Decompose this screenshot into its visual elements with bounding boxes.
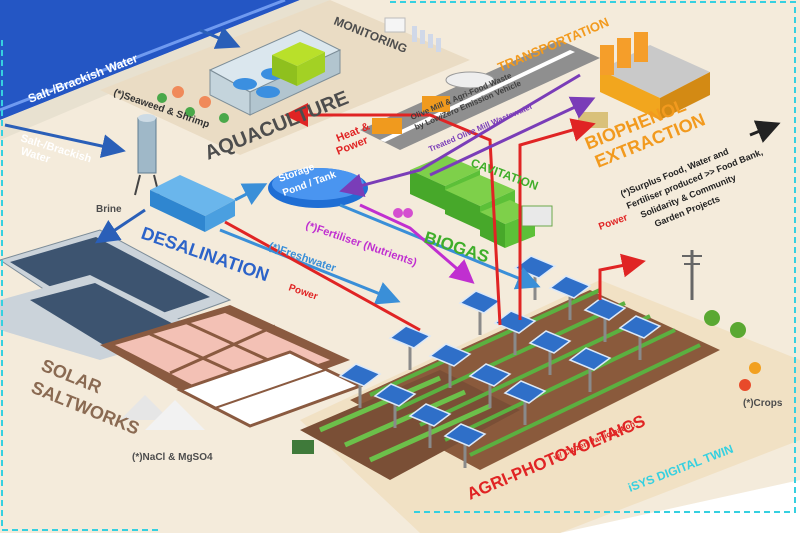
crops-label: (*)Crops (743, 398, 783, 409)
solar-panel (583, 297, 627, 321)
solar-panel (338, 363, 382, 387)
solar-panel (373, 383, 417, 407)
solar-panel (568, 347, 612, 371)
solar-saltworks (0, 229, 364, 430)
solar-panel (503, 380, 547, 404)
solar-panel (443, 423, 487, 447)
solar-panel (548, 275, 592, 299)
desalination-plant (134, 114, 235, 232)
agri-pv-field (292, 280, 800, 533)
nacl-label: (*)NaCl & MgSO4 (132, 452, 213, 463)
solar-panel (428, 343, 472, 367)
flow-arrows (4, 26, 781, 332)
digital-twin-border (1, 1, 796, 531)
brine-label: Brine (96, 204, 122, 215)
solar-panel (388, 325, 432, 349)
biophenol-factory (578, 32, 710, 128)
solar-panel (468, 363, 512, 387)
solar-panels (338, 255, 662, 468)
solar-panel (408, 403, 452, 427)
solar-panel (528, 330, 572, 354)
power-pylon-icon (682, 250, 702, 300)
solar-panel (493, 310, 537, 334)
solar-panel (618, 315, 662, 339)
aquaculture-plot (100, 0, 470, 155)
monitoring-lab-icon (384, 17, 441, 52)
transport-road (360, 40, 600, 150)
